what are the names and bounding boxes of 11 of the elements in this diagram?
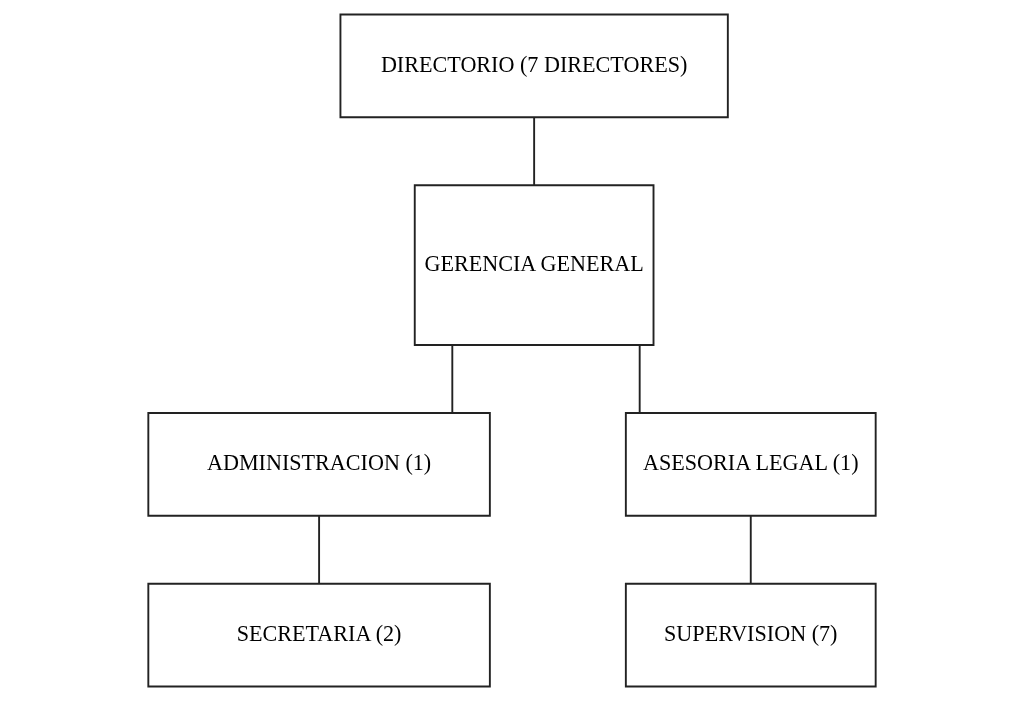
node-box: SECRETARIA (2) (146, 582, 491, 688)
connector (532, 116, 535, 186)
connector (450, 344, 453, 414)
node-box: ASESORIA LEGAL (1) (624, 412, 877, 517)
node-box: DIRECTORIO (7 DIRECTORES) (339, 13, 729, 119)
node-box: GERENCIA GENERAL (413, 184, 654, 346)
connector (638, 344, 641, 414)
node-box: SUPERVISION (7) (624, 582, 877, 688)
connector (749, 515, 752, 585)
node-box: ADMINISTRACION (1) (146, 412, 491, 517)
connector (317, 515, 320, 585)
